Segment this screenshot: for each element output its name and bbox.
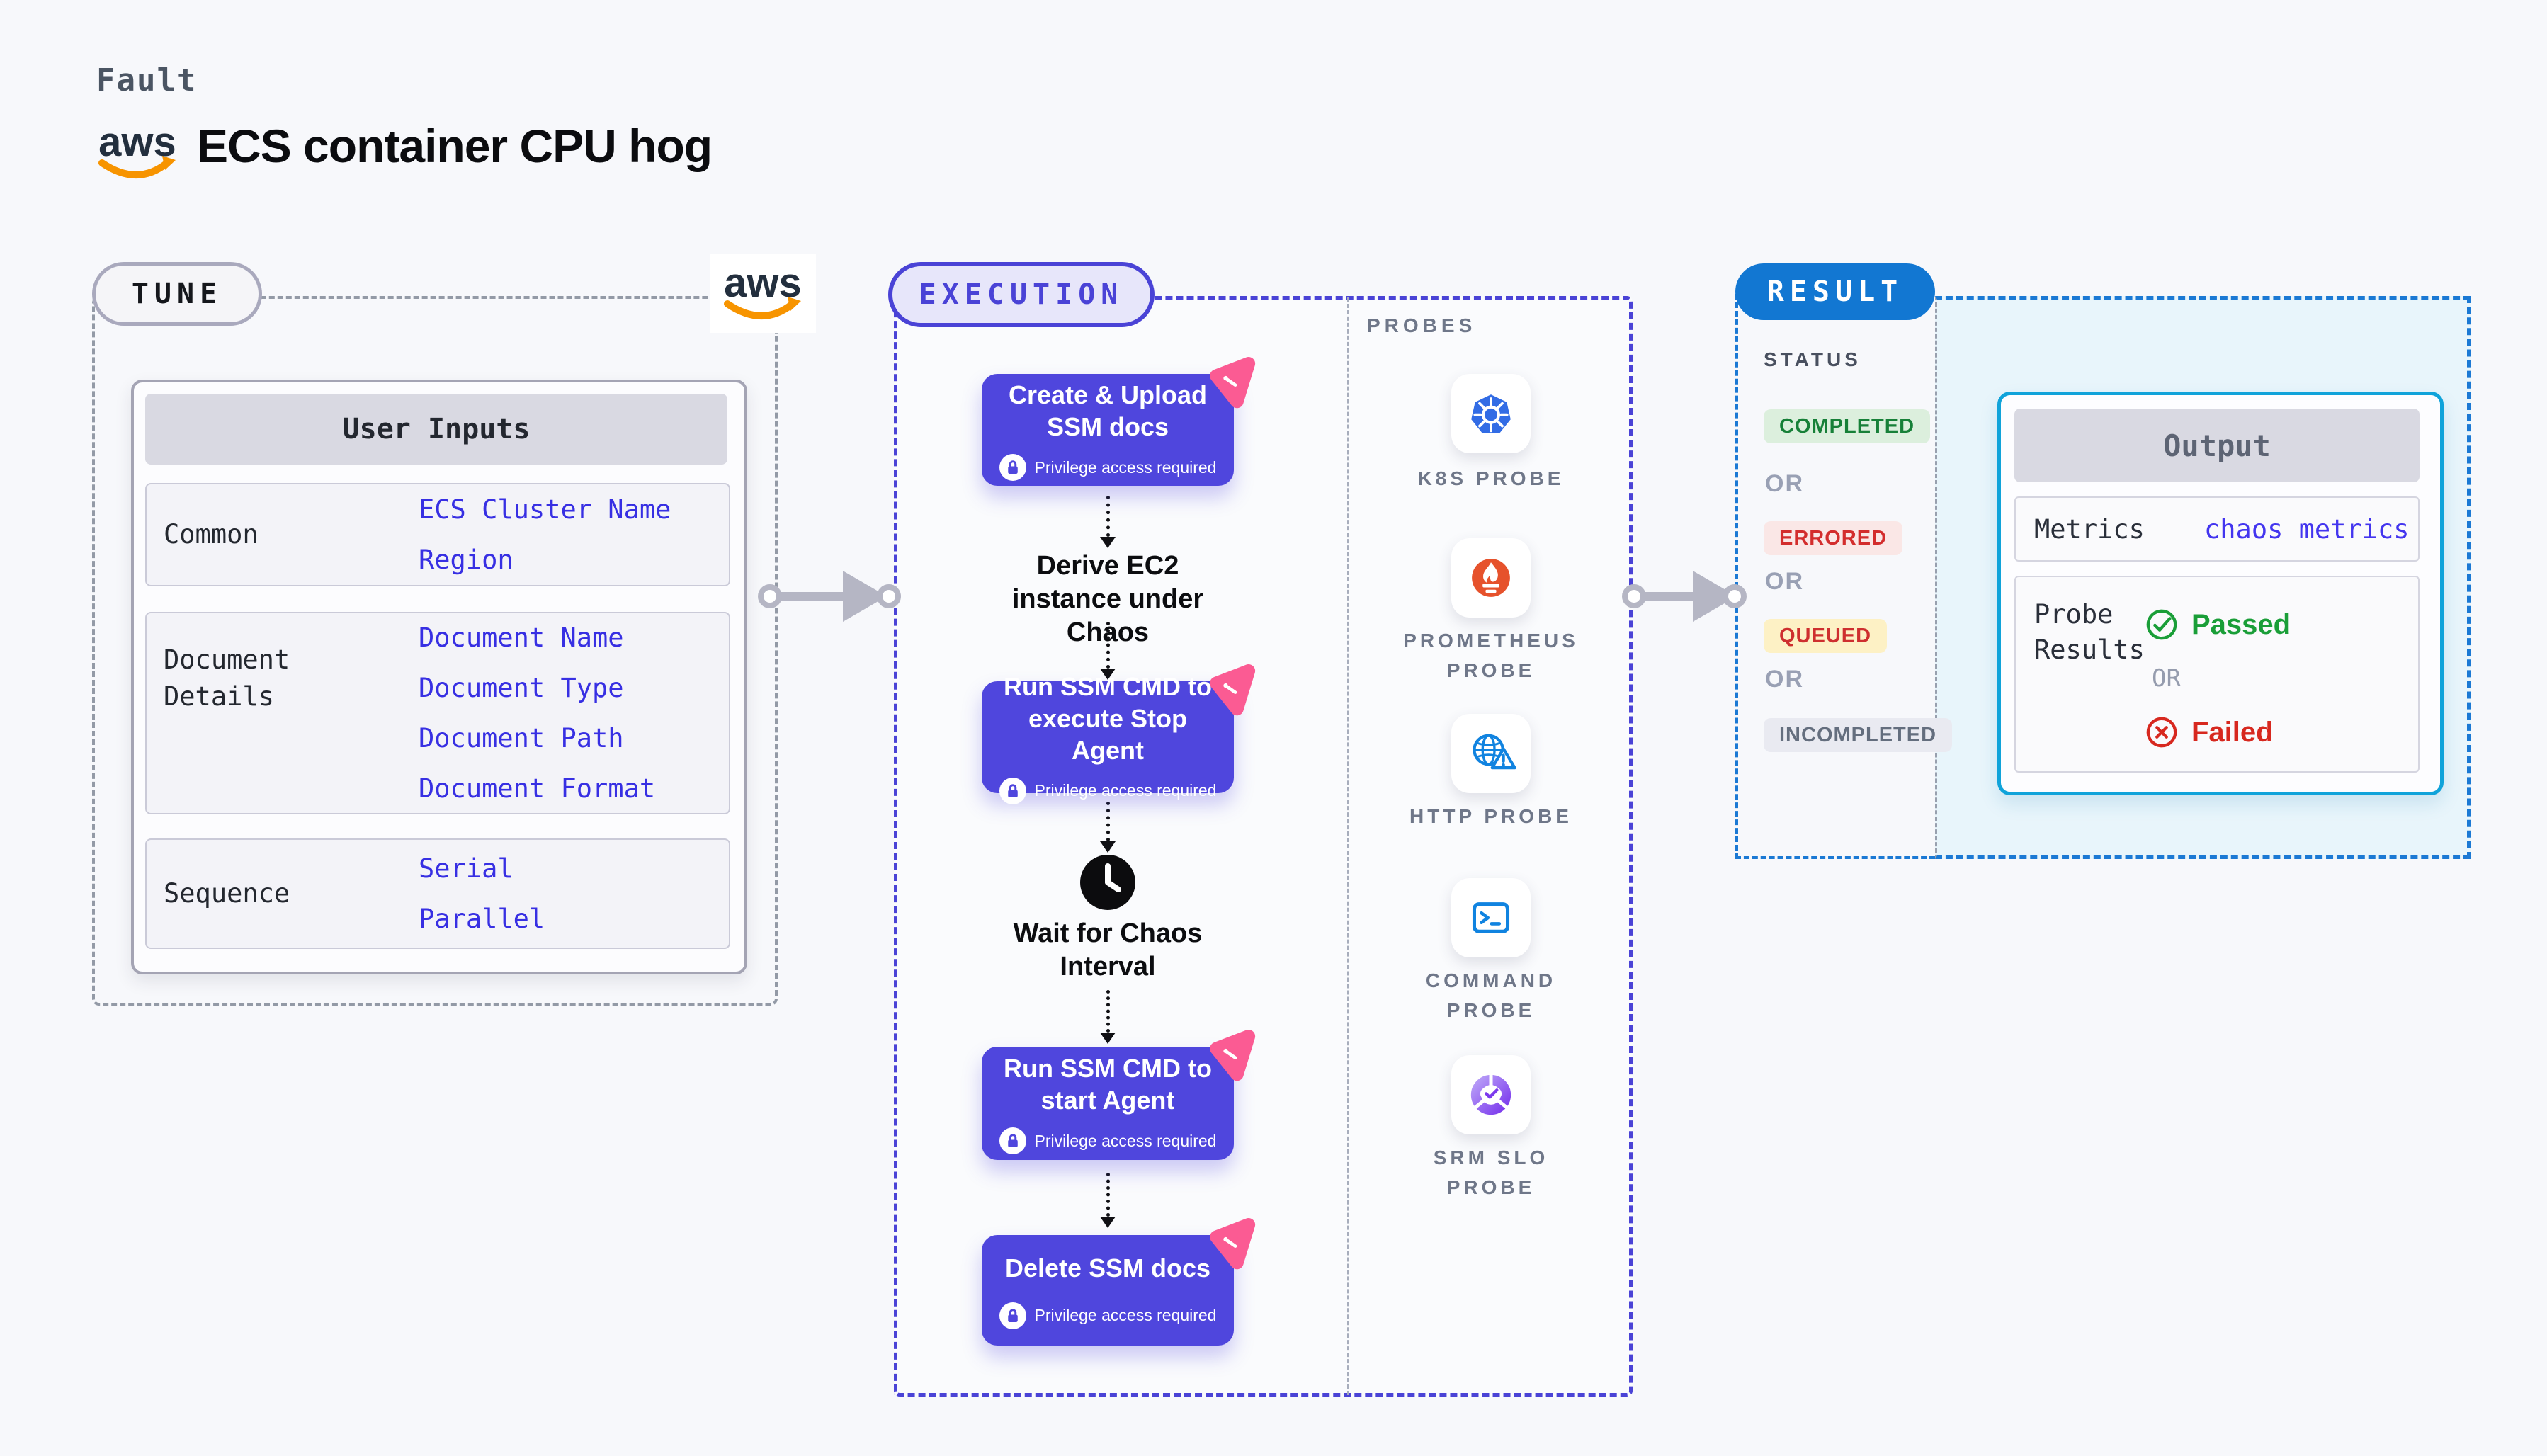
step-delete-ssm-docs: Delete SSM docs Privilege access require… <box>982 1235 1234 1346</box>
step-title: Create & Upload SSM docs <box>1008 380 1208 441</box>
command-probe-card <box>1451 878 1531 957</box>
result-section-pill: RESULT <box>1735 263 1935 320</box>
or-separator: OR <box>2152 664 2181 693</box>
privilege-label: Privilege access required <box>1034 781 1217 800</box>
arrow-end-dot <box>877 584 901 608</box>
lock-icon <box>999 1302 1026 1329</box>
probe-label: K8S PROBE <box>1417 467 1565 489</box>
step-wait-chaos-interval: Wait for Chaos Interval <box>1013 918 1203 982</box>
chaos-badge-icon <box>1210 664 1256 716</box>
input-row-label: Sequence <box>164 878 290 909</box>
step-run-ssm-start-agent: Run SSM CMD to start Agent Privilege acc… <box>982 1047 1234 1160</box>
arrow-start-dot <box>758 584 782 608</box>
srm-slo-probe-card <box>1451 1055 1531 1134</box>
input-value: Parallel <box>419 904 545 934</box>
input-value: Serial <box>419 853 514 884</box>
or-separator: OR <box>1765 666 1804 693</box>
prometheus-probe-card <box>1451 538 1531 618</box>
input-value: Region <box>419 545 514 575</box>
aws-logo-icon: aws <box>98 119 176 178</box>
chaos-badge-icon <box>1210 1218 1256 1270</box>
privilege-note: Privilege access required <box>999 454 1217 481</box>
page-title: ECS container CPU hog <box>197 120 713 172</box>
step-title: Run SSM CMD to start Agent <box>1004 1054 1212 1115</box>
probe-label: HTTP PROBE <box>1409 805 1572 827</box>
lock-icon <box>999 777 1026 804</box>
slo-donut-icon <box>1470 1073 1511 1115</box>
step-create-upload-ssm-docs: Create & Upload SSM docs Privilege acces… <box>982 374 1234 486</box>
input-row-label: Common <box>164 519 259 550</box>
probes-title: PROBES <box>1367 314 1477 336</box>
arrow-start-dot <box>1622 584 1646 608</box>
step-title: Run SSM CMD to execute Stop Agent <box>1004 671 1212 765</box>
privilege-label: Privilege access required <box>1034 457 1217 477</box>
step-title: Delete SSM docs <box>1004 1253 1211 1282</box>
aws-corner-logo-icon: aws <box>710 254 816 333</box>
probe-label: PROMETHEUS PROBE <box>1403 630 1579 681</box>
tune-section-border <box>92 296 778 1006</box>
status-badge-queued: QUEUED <box>1764 619 1888 653</box>
input-value: ECS Cluster Name <box>419 494 671 525</box>
globe-warning-icon <box>1473 734 1516 770</box>
status-badge-completed: COMPLETED <box>1764 409 1931 443</box>
terminal-icon <box>1472 902 1510 933</box>
fault-kicker: Fault <box>96 62 198 98</box>
input-value: Document Path <box>419 723 624 753</box>
prometheus-icon <box>1472 559 1510 597</box>
lock-icon <box>999 454 1026 481</box>
input-row-document-details: Document Details Document Name Document … <box>145 612 730 814</box>
metrics-row: Metrics chaos metrics <box>2014 496 2420 562</box>
step-run-ssm-stop-agent: Run SSM CMD to execute Stop Agent Privil… <box>982 672 1234 804</box>
execution-probes-divider <box>1347 297 1349 1395</box>
privilege-note: Privilege access required <box>999 1127 1217 1154</box>
probe-label: SRM SLO PROBE <box>1433 1147 1549 1198</box>
input-row-values: Serial Parallel <box>376 840 729 948</box>
input-value: Document Name <box>419 622 624 653</box>
input-row-label: Document Details <box>164 644 290 712</box>
input-value: Document Type <box>419 673 624 703</box>
probe-results-row <box>2014 576 2420 773</box>
chaos-badge-icon <box>1210 1030 1256 1081</box>
status-badge-incompleted: INCOMPLETED <box>1764 718 1953 752</box>
chaos-badge-icon <box>1210 357 1256 409</box>
or-separator: OR <box>1765 568 1804 595</box>
result-status-border <box>1735 294 1935 859</box>
input-row-values: ECS Cluster Name Region <box>376 484 729 585</box>
passed-label: Passed <box>2191 608 2291 640</box>
status-badge-errored: ERRORED <box>1764 521 1903 555</box>
privilege-label: Privilege access required <box>1034 1131 1217 1150</box>
metrics-value: chaos metrics <box>2204 513 2410 545</box>
http-probe-card <box>1451 714 1531 793</box>
metrics-label: Metrics <box>2034 513 2145 545</box>
user-inputs-header: User Inputs <box>145 394 727 465</box>
input-row-common: Common ECS Cluster Name Region <box>145 483 730 586</box>
failed-label: Failed <box>2191 716 2274 748</box>
clock-icon <box>1080 855 1135 910</box>
input-row-values: Document Name Document Type Document Pat… <box>376 613 729 813</box>
output-header: Output <box>2014 409 2420 482</box>
x-circle-icon <box>2146 717 2177 748</box>
passed-line: Passed <box>2145 608 2291 642</box>
lock-icon <box>999 1127 1026 1154</box>
input-value: Document Format <box>419 773 656 804</box>
arrow-end-dot <box>1723 584 1747 608</box>
probe-label: COMMAND PROBE <box>1425 969 1557 1021</box>
k8s-probe-card <box>1451 374 1531 453</box>
or-separator: OR <box>1765 470 1804 497</box>
failed-line: Failed <box>2145 715 2274 749</box>
input-row-sequence: Sequence Serial Parallel <box>145 838 730 949</box>
probe-results-label: Probe Results <box>2034 599 2145 665</box>
execution-section-pill: EXECUTION <box>888 262 1155 327</box>
check-circle-icon <box>2146 609 2177 640</box>
privilege-note: Privilege access required <box>999 777 1217 804</box>
kubernetes-icon <box>1471 394 1511 433</box>
tune-section-pill: TUNE <box>92 262 262 326</box>
privilege-label: Privilege access required <box>1034 1306 1217 1324</box>
status-title: STATUS <box>1764 348 1861 370</box>
privilege-note: Privilege access required <box>999 1302 1217 1329</box>
